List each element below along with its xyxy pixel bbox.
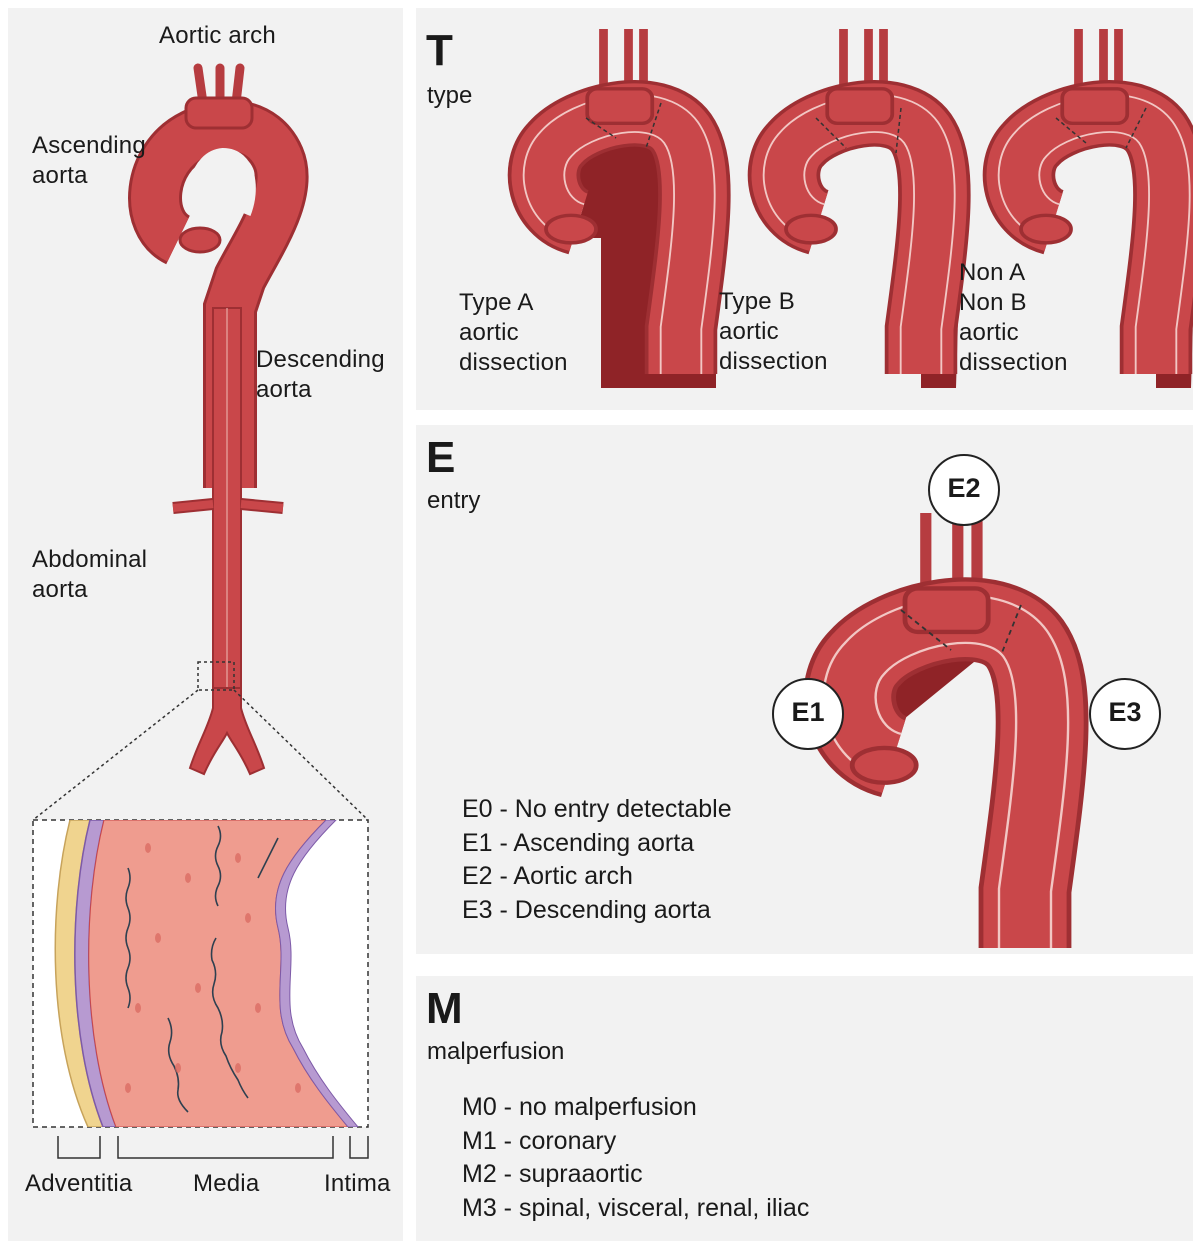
- malperfusion-item-m2: M2 - supraaortic: [462, 1158, 809, 1192]
- label-aortic-arch: Aortic arch: [159, 21, 276, 51]
- malperfusion-word: malperfusion: [427, 1037, 564, 1067]
- aorta-illustration: [8, 8, 403, 1241]
- entry-item-e0: E0 - No entry detectable: [462, 793, 732, 827]
- malperfusion-panel: M malperfusion M0 - no malperfusion M1 -…: [416, 976, 1193, 1241]
- malperfusion-letter: M: [426, 984, 463, 1034]
- badge-e3: E3: [1092, 697, 1158, 728]
- label-non-a-non-b: Non A Non B aortic dissection: [959, 258, 1068, 378]
- entry-list: E0 - No entry detectable E1 - Ascending …: [462, 793, 732, 927]
- label-abdominal-aorta: Abdominal aorta: [32, 545, 147, 605]
- malperfusion-item-m3: M3 - spinal, visceral, renal, iliac: [462, 1192, 809, 1226]
- malperfusion-item-m1: M1 - coronary: [462, 1125, 809, 1159]
- label-adventitia: Adventitia: [25, 1169, 132, 1199]
- label-type-a: Type A aortic dissection: [459, 288, 568, 378]
- malperfusion-list: M0 - no malperfusion M1 - coronary M2 - …: [462, 1091, 809, 1225]
- entry-item-e1: E1 - Ascending aorta: [462, 827, 732, 861]
- entry-item-e3: E3 - Descending aorta: [462, 894, 732, 928]
- label-ascending-aorta: Ascending aorta: [32, 131, 146, 191]
- badge-e1: E1: [775, 697, 841, 728]
- entry-panel: E entry E2 E1 E3 E0 - No entry detectabl…: [416, 425, 1193, 954]
- entry-item-e2: E2 - Aortic arch: [462, 860, 732, 894]
- label-intima: Intima: [324, 1169, 391, 1199]
- label-descending-aorta: Descending aorta: [256, 345, 385, 405]
- label-media: Media: [193, 1169, 259, 1199]
- badge-e2: E2: [931, 473, 997, 504]
- malperfusion-item-m0: M0 - no malperfusion: [462, 1091, 809, 1125]
- type-panel: T type Type A aortic dissection Type B a…: [416, 8, 1193, 410]
- type-a-aorta: [543, 29, 723, 388]
- anatomy-panel: Aortic arch Ascending aorta Descending a…: [8, 8, 403, 1241]
- label-type-b: Type B aortic dissection: [719, 287, 828, 377]
